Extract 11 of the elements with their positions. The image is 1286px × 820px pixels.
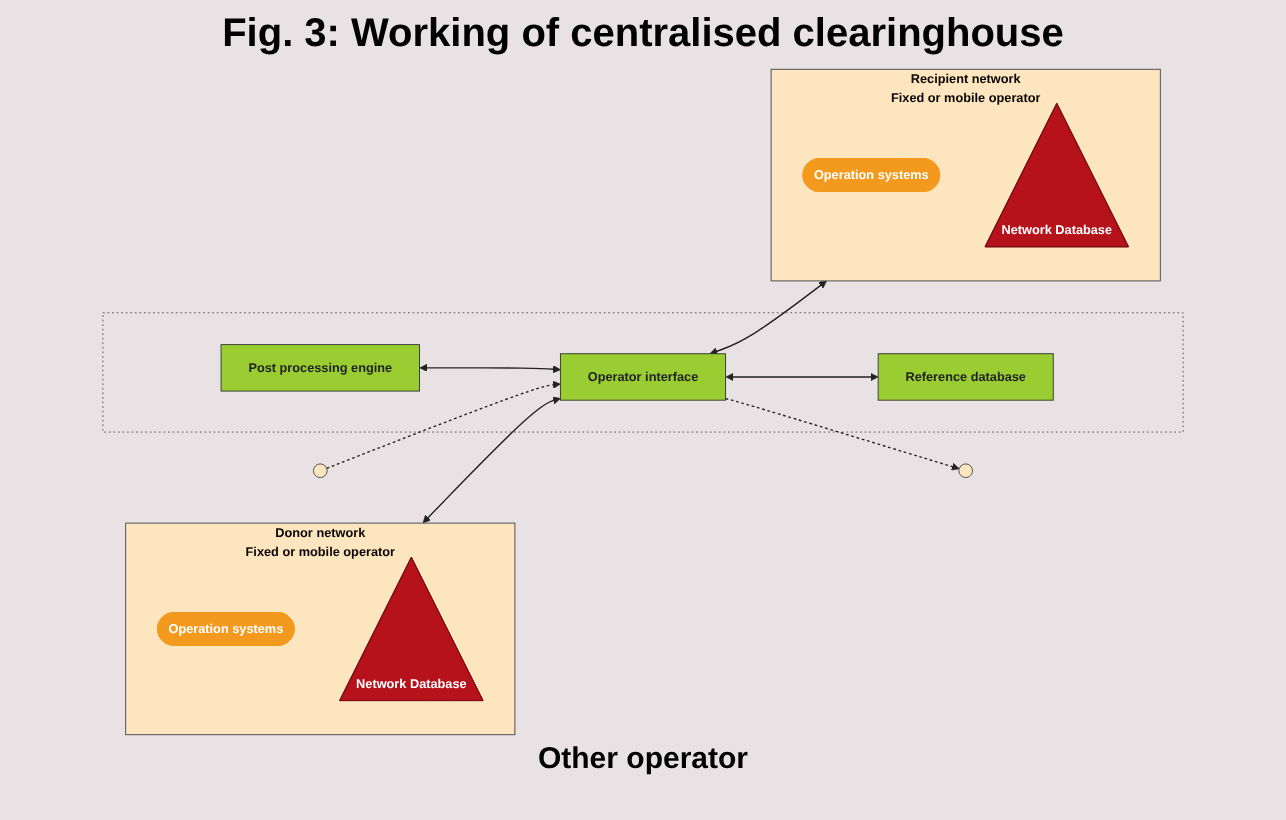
arrow: [422, 396, 561, 524]
arrow: [725, 372, 879, 381]
group-label: Other operator: [537, 742, 748, 776]
arrow: [724, 397, 960, 471]
arrow: [325, 380, 561, 469]
arrow: [419, 363, 561, 374]
diagram-title: Fig. 3: Working of centralised clearinghouse: [220, 12, 1066, 58]
node-circle: [313, 463, 328, 479]
cluster: [102, 312, 1184, 433]
node-circle: [958, 463, 973, 479]
arrow: [709, 280, 827, 356]
